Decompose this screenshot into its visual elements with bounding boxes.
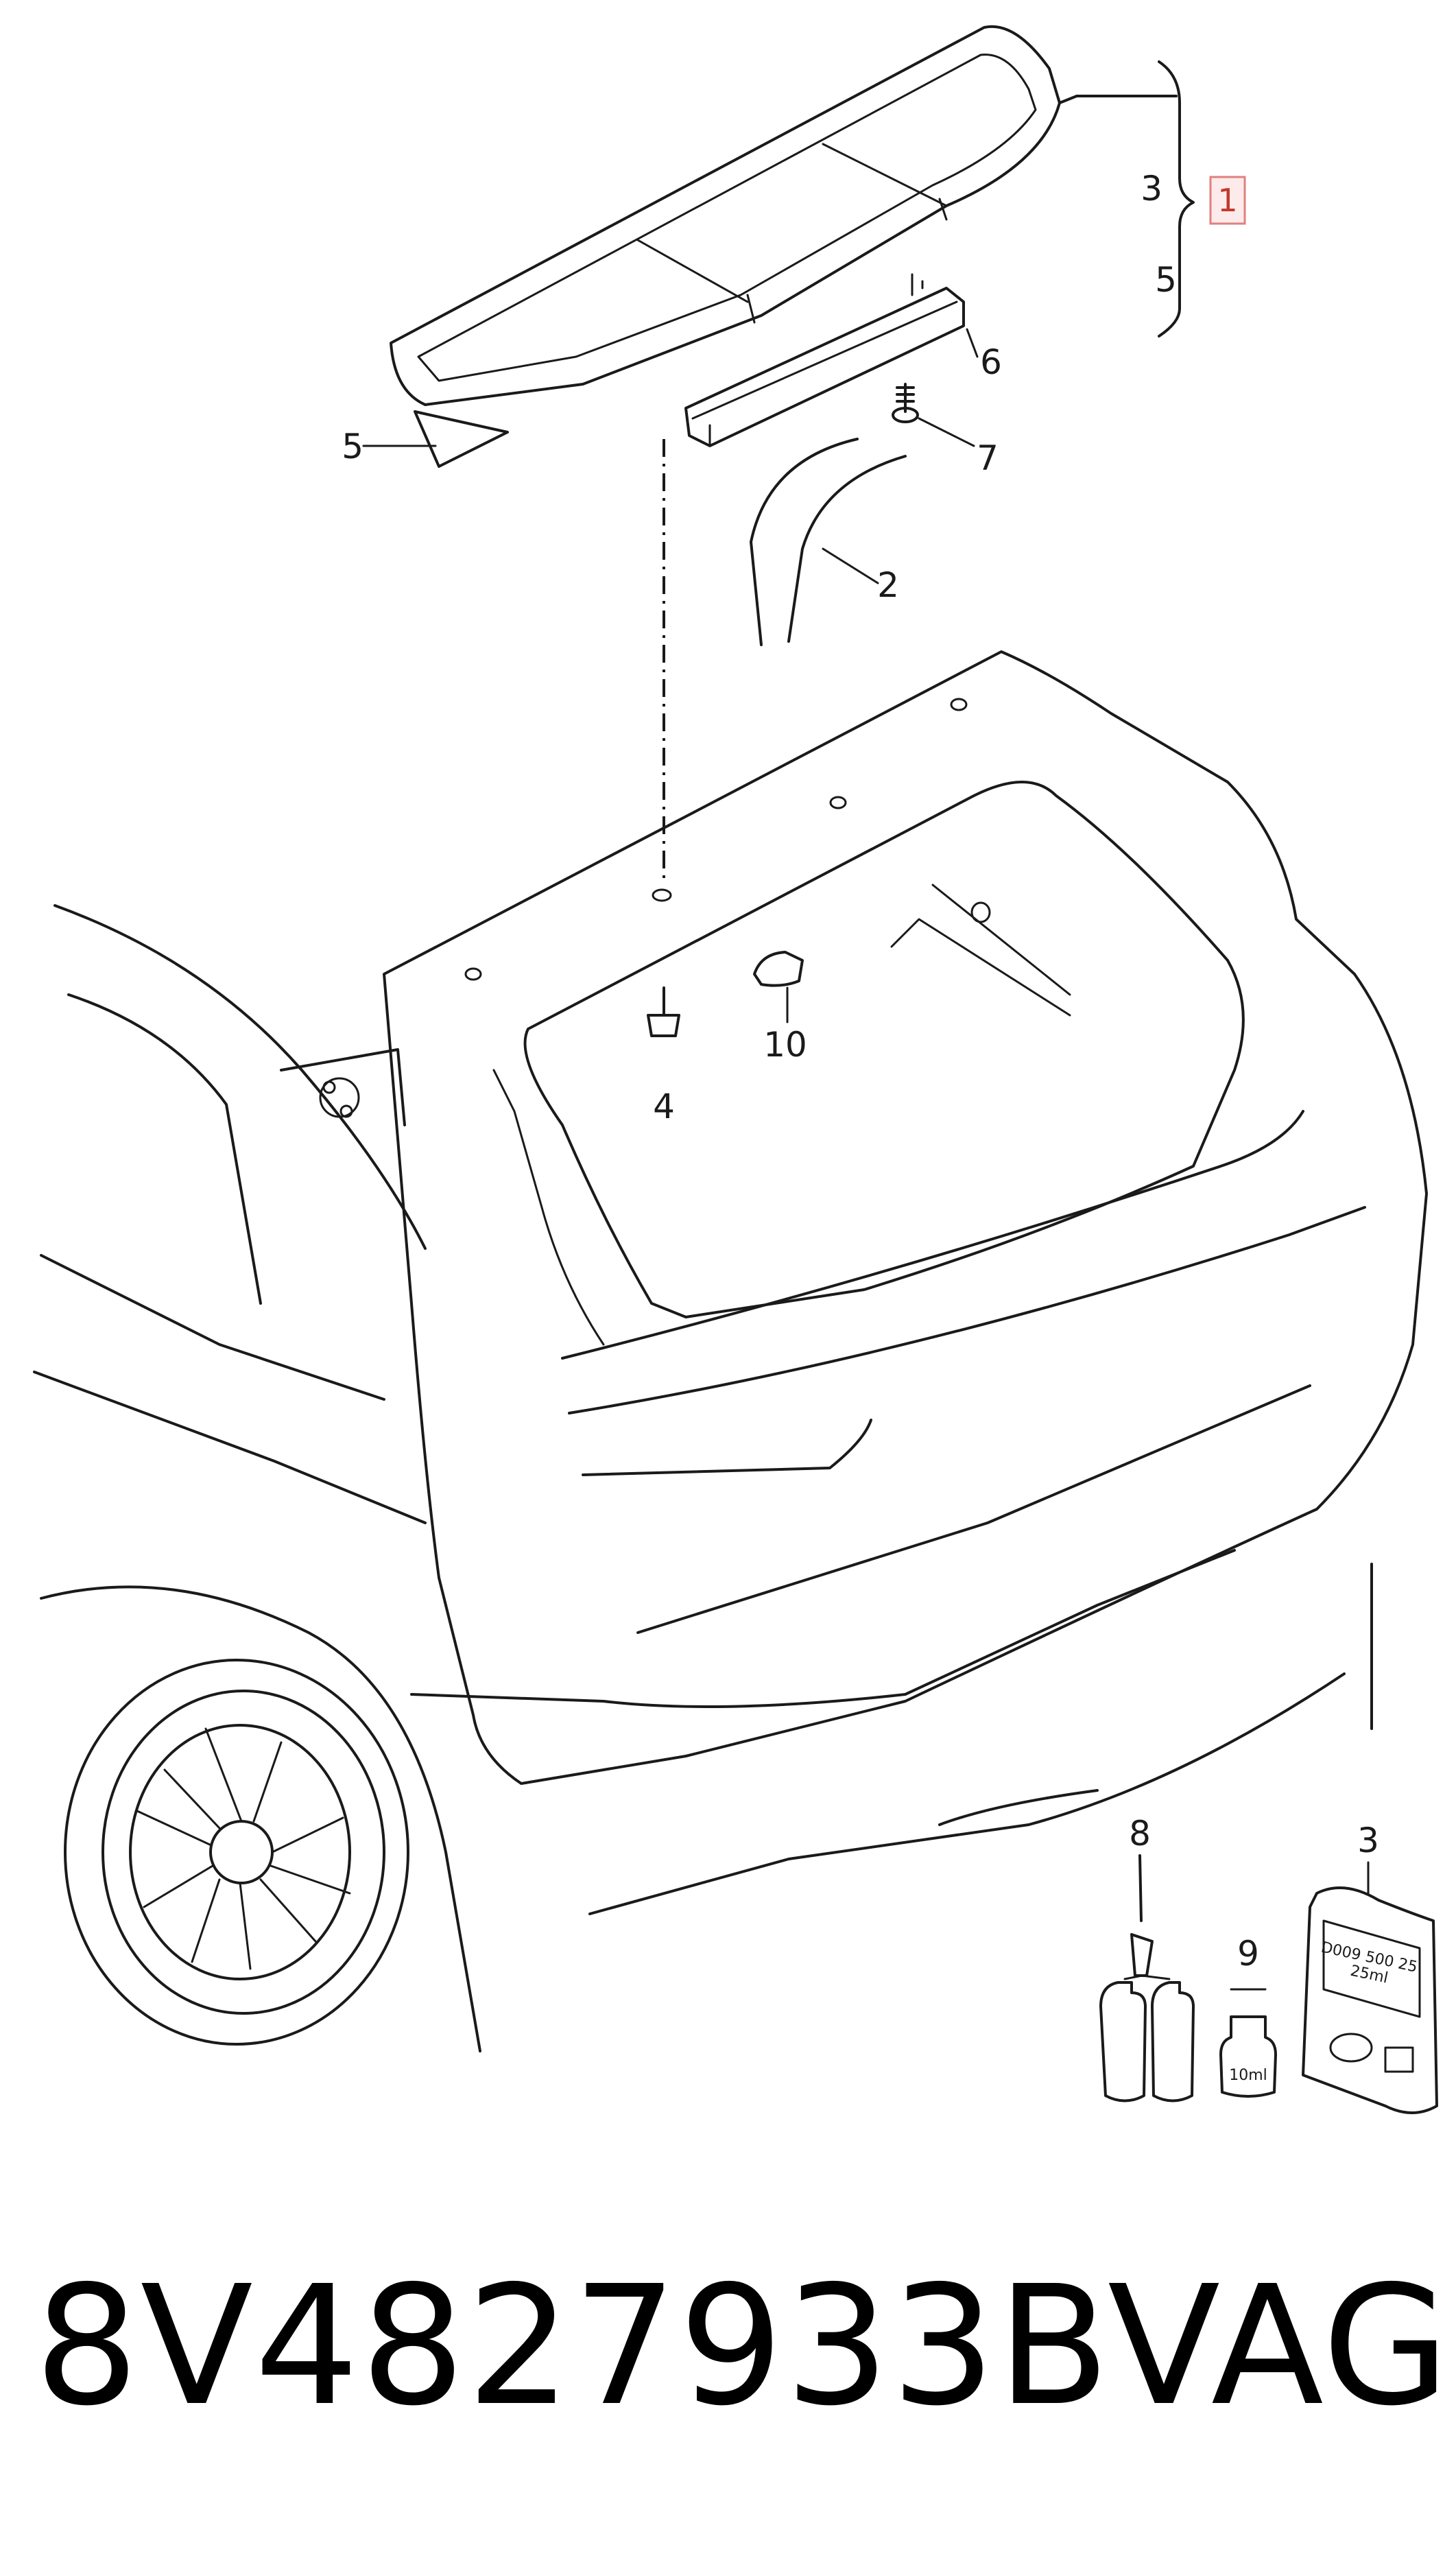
screw-part-7 [892,383,975,447]
rear-spoiler [390,25,1078,406]
callout-6: 6 [980,342,1002,382]
callout-3-kit: 3 [1357,1821,1379,1860]
adhesive-kit-part-3 [1302,1886,1438,2114]
bottle-volume-label: 10ml [1229,2067,1267,2084]
callout-5-group: 5 [1155,260,1177,300]
callout-7: 7 [977,438,999,478]
callout-4: 4 [653,1087,675,1126]
callout-3-group: 3 [1141,169,1162,209]
callout-5-left: 5 [342,427,363,466]
callout-10: 10 [763,1025,807,1065]
callout-9: 9 [1237,1934,1259,1974]
bottle-part-9 [1219,1988,1277,2098]
callout-1: 1 [1217,182,1237,219]
end-cap-part-5 [362,410,509,468]
brake-light-part-6 [684,273,979,447]
callout-8: 8 [1129,1814,1151,1854]
callout-2: 2 [877,565,899,605]
brand-label: VAG [1108,2250,1451,2442]
cap-part-10 [753,951,804,1023]
cartridge-part-8 [1099,1854,1195,2103]
group-bracket [1075,60,1195,337]
clip-part-4 [647,986,680,1037]
wheel [40,1585,481,2052]
callout-1-tag [1209,176,1246,225]
car-rear-body [33,650,1428,1915]
part-number: 8V4827933B [34,2250,1112,2442]
seal-strip-part-2 [750,438,907,646]
